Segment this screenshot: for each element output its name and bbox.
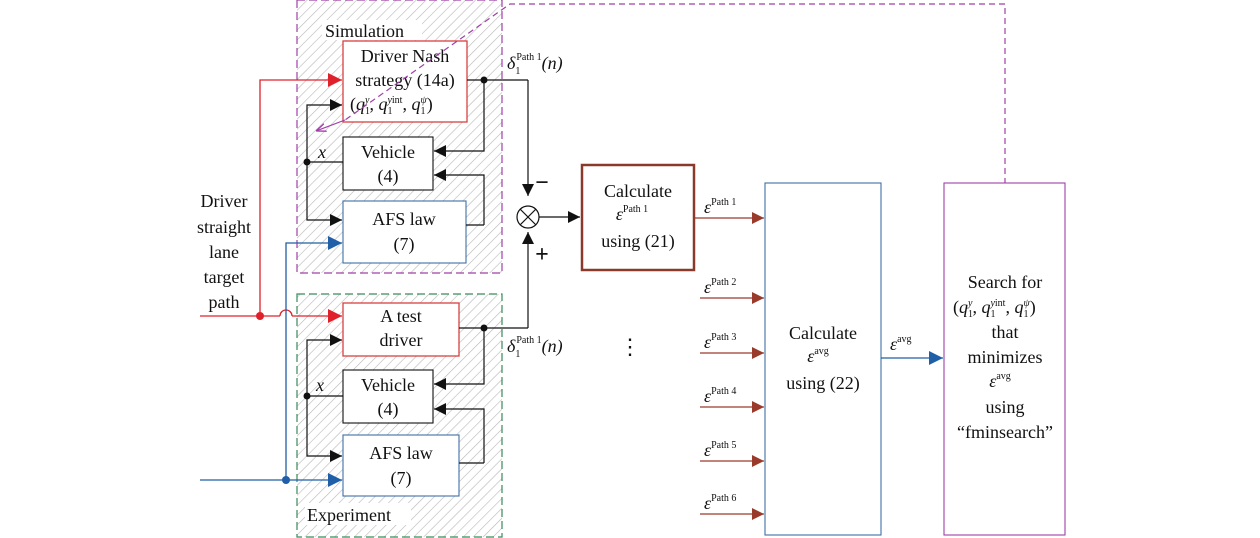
experiment-wiring [306, 232, 534, 464]
search-block: Search for (q1y, q1yint, q1ψ) that minim… [943, 182, 1066, 536]
more-paths-ellipsis: ⋮ [619, 334, 641, 359]
driver-input-line-1: Driver [201, 191, 248, 211]
afs-input-wiring [200, 236, 342, 487]
comparator-minus-sign: − [535, 170, 549, 196]
vehicle-exp-line-2: (4) [378, 399, 399, 420]
afs-exp-line-2: (7) [391, 468, 412, 489]
state-to-nash [306, 99, 342, 162]
nash-strategy-block: Driver Nash strategy (14a) (q1y, q1yint,… [342, 40, 468, 123]
state-junction-sim [303, 158, 311, 166]
test-driver-to-vehicle [434, 328, 485, 390]
eps-path3-label: εPath 3 [704, 332, 736, 352]
afs-input-to-sim [285, 236, 342, 480]
driver-input-label: Driver straight lane target path [197, 191, 251, 312]
vehicle-exp-block: Vehicle (4) [342, 369, 434, 424]
simulation-label: Simulation [325, 21, 404, 41]
state-to-afs-sim [306, 162, 342, 226]
afs-exp-block: AFS law (7) [342, 434, 460, 497]
search-line-fminsearch: “fminsearch” [957, 422, 1053, 442]
vehicle-exp-line-1: Vehicle [361, 375, 415, 395]
afs-sim-block: AFS law (7) [342, 200, 467, 264]
nash-block-line-2: strategy (14a) [355, 70, 454, 91]
nash-to-vehicle [434, 80, 485, 157]
nash-block-params: (q1y, q1yint, q1ψ) [350, 94, 433, 117]
vehicle-sim-line-2: (4) [378, 166, 399, 187]
eps-avg-label: εavg [890, 334, 912, 354]
feedback-dashed-line [344, 3, 1006, 184]
calc-avg-line-3: using (22) [786, 373, 860, 394]
parameter-feedback [316, 3, 1006, 184]
calc-eps-line-3: using (21) [601, 231, 675, 252]
delta-exp-label: δ1Path 1(n) [507, 335, 563, 360]
vehicle-sim-line-1: Vehicle [361, 142, 415, 162]
experiment-label: Experiment [307, 505, 391, 525]
eps-path-arrows [694, 212, 764, 520]
test-driver-block: A test driver [342, 302, 460, 357]
driver-input-line-5: path [209, 292, 240, 312]
nash-output-junction [480, 76, 488, 84]
state-label-sim: x [317, 142, 326, 162]
feedback-arrow [316, 119, 346, 131]
state-label-exp: x [315, 375, 324, 395]
calc-eps-line-1: Calculate [604, 181, 672, 201]
test-driver-line-2: driver [380, 330, 423, 350]
afs-to-vehicle-exp [434, 403, 485, 463]
search-params: (q1y, q1yint, q1ψ) [953, 297, 1036, 320]
afs-input-junction [282, 476, 290, 484]
state-to-afs-exp [306, 396, 342, 462]
test-driver-output-junction [480, 324, 488, 332]
simulation-wiring [306, 79, 534, 226]
afs-to-vehicle-sim [434, 169, 485, 225]
search-line-eps-avg: εavg [989, 371, 1011, 391]
calc-avg-line-1: Calculate [789, 323, 857, 343]
vehicle-sim-block: Vehicle (4) [342, 136, 434, 191]
eps-path5-label: εPath 5 [704, 440, 736, 460]
calc-eps-avg-block: Calculate εavg using (22) [764, 182, 882, 536]
nash-block-line-1: Driver Nash [361, 46, 449, 66]
comparator-junction [516, 205, 540, 229]
comparator-plus-sign: + [535, 242, 549, 268]
test-driver-line-1: A test [380, 306, 422, 326]
target-path-to-nash [259, 73, 342, 316]
driver-input-line-3: lane [209, 242, 239, 262]
search-line-that: that [992, 322, 1019, 342]
state-junction-exp [303, 392, 311, 400]
driver-input-line-2: straight [197, 217, 251, 237]
search-line-minimizes: minimizes [968, 347, 1043, 367]
search-line-1: Search for [968, 272, 1042, 292]
state-to-test-driver [306, 334, 342, 396]
eps-path1-label: εPath 1 [704, 197, 736, 217]
afs-sim-line-1: AFS law [372, 209, 436, 229]
search-line-using: using [985, 397, 1024, 417]
afs-sim-line-2: (7) [394, 234, 415, 255]
delta-sim-label: δ1Path 1(n) [507, 52, 563, 77]
eps-path4-label: εPath 4 [704, 386, 736, 406]
target-path-junction [256, 312, 264, 320]
calc-eps-line-2: εPath 1 [616, 204, 648, 224]
eps-path6-label: εPath 6 [704, 493, 736, 513]
calc-eps-path1-block: Calculate εPath 1 using (21) [580, 163, 696, 272]
afs-exp-line-1: AFS law [369, 443, 433, 463]
driver-input-line-4: target [204, 267, 245, 287]
calc-avg-line-2: εavg [807, 346, 829, 366]
eps-path2-label: εPath 2 [704, 277, 736, 297]
